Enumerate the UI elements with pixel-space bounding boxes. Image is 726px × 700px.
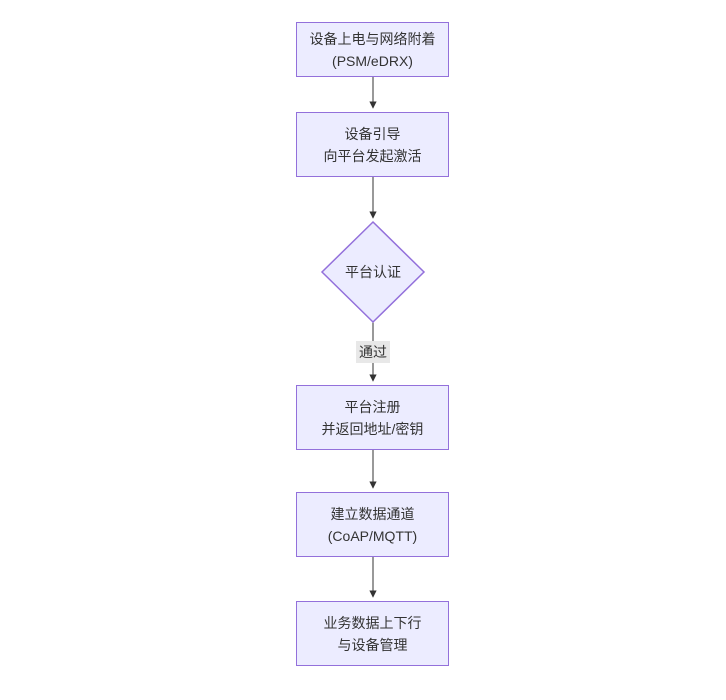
node-platform-auth-label: 平台认证 [345, 264, 401, 280]
node-register: 平台注册 并返回地址/密钥 [296, 385, 449, 450]
node-data-channel: 建立数据通道 (CoAP/MQTT) [296, 492, 449, 557]
node-power-on-line1: 设备上电与网络附着 [309, 30, 436, 47]
node-data-channel-line1: 建立数据通道 [330, 505, 415, 522]
node-bootstrap-line2: 向平台发起激活 [323, 147, 422, 164]
node-register-line1: 平台注册 [344, 398, 401, 415]
node-bootstrap: 设备引导 向平台发起激活 [296, 112, 449, 177]
node-power-on-line2: (PSM/eDRX) [332, 52, 413, 69]
node-platform-auth: 平台认证 [323, 261, 423, 283]
edge-label-pass: 通过 [356, 341, 390, 363]
node-business-data: 业务数据上下行 与设备管理 [296, 601, 449, 666]
node-bootstrap-line1: 设备引导 [344, 125, 401, 142]
node-business-data-line2: 与设备管理 [337, 636, 408, 653]
node-register-line2: 并返回地址/密钥 [321, 420, 424, 437]
node-data-channel-line2: (CoAP/MQTT) [327, 527, 418, 544]
node-business-data-line1: 业务数据上下行 [323, 614, 422, 631]
node-power-on: 设备上电与网络附着 (PSM/eDRX) [296, 22, 449, 77]
